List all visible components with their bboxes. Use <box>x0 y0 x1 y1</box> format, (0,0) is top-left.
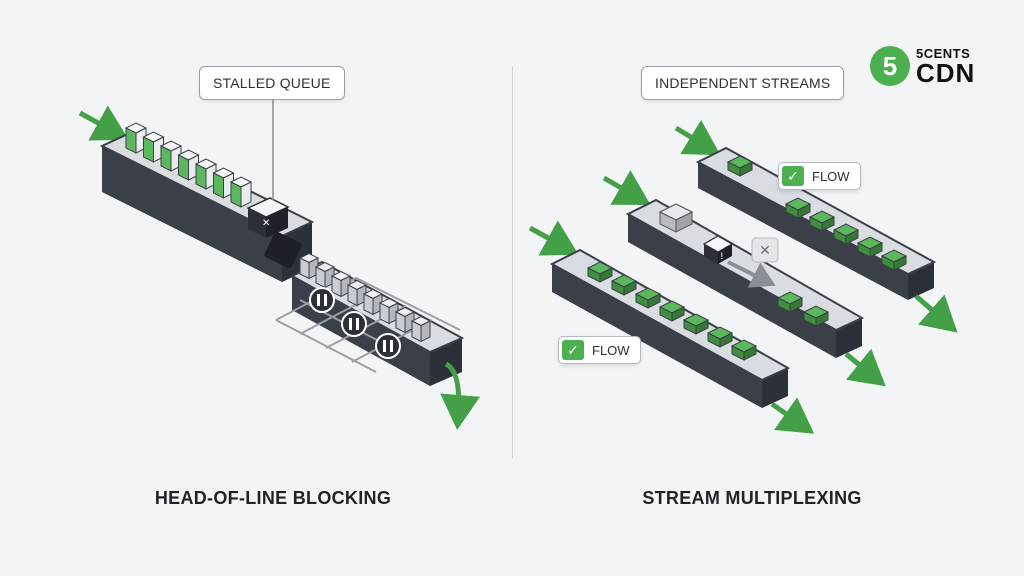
stream-packet <box>706 326 734 348</box>
svg-text:!: ! <box>720 252 724 262</box>
stream-packet <box>880 249 908 271</box>
waiting-packet <box>330 270 352 298</box>
stream-packet <box>776 291 804 313</box>
packet <box>124 122 148 154</box>
waiting-packet <box>346 279 368 307</box>
right-caption: STREAM MULTIPLEXING <box>642 488 862 508</box>
right-panel-diagram: ! ✕ <box>528 119 958 434</box>
flow-label: FLOW <box>812 168 850 184</box>
left-caption: HEAD-OF-LINE BLOCKING <box>154 488 392 508</box>
waiting-packet <box>394 306 416 334</box>
waiting-packet <box>378 297 400 325</box>
stream-packet <box>856 236 884 258</box>
independent-streams-callout: INDEPENDENT STREAMS <box>641 66 845 100</box>
stream-packet <box>808 210 836 232</box>
grey-packet <box>658 203 694 233</box>
stream-packet <box>610 274 638 296</box>
logo-mark: 5 <box>870 46 910 86</box>
stream-packet <box>682 313 710 335</box>
check-icon: ✓ <box>562 340 584 360</box>
flow-badge-bottom: ✓ FLOW <box>558 336 641 364</box>
stream-packets <box>586 155 908 361</box>
stream-packet <box>802 305 830 327</box>
warning-packet: ! <box>702 235 734 264</box>
stalled-queue-callout: STALLED QUEUE <box>199 66 345 100</box>
flow-label: FLOW <box>592 342 630 358</box>
stream-packet <box>658 300 686 322</box>
svg-text:✕: ✕ <box>262 218 270 229</box>
close-icon: ✕ <box>751 237 779 263</box>
waiting-packet <box>298 252 320 280</box>
independent-streams-label: INDEPENDENT STREAMS <box>655 75 831 91</box>
pause-icon <box>375 333 401 359</box>
waiting-packet <box>314 261 336 289</box>
stalled-packet: ✕ <box>246 197 290 238</box>
check-icon: ✓ <box>782 166 804 186</box>
stream-packet <box>586 261 614 283</box>
waiting-packet <box>410 315 432 343</box>
logo-line1: 5CENTS <box>916 45 971 61</box>
stream-packet <box>726 155 754 177</box>
output-arrow <box>440 361 481 430</box>
stream-packet <box>784 197 812 219</box>
upper-packet-queue <box>124 122 253 208</box>
stream-packet <box>730 339 758 361</box>
bypass-arrow <box>727 260 776 288</box>
input-arrow <box>78 105 129 141</box>
stream-packet <box>832 223 860 245</box>
logo-line2: CDN <box>916 57 976 88</box>
waiting-packet <box>362 288 384 316</box>
left-panel-diagram: ✕ <box>78 99 481 430</box>
pause-icon <box>309 287 335 313</box>
stalled-queue-label: STALLED QUEUE <box>213 75 331 91</box>
pause-icon <box>341 311 367 337</box>
stream-rail-middle <box>602 170 886 387</box>
panel-divider <box>512 66 513 458</box>
svg-text:✕: ✕ <box>759 243 771 259</box>
flow-badge-top: ✓ FLOW <box>778 162 861 190</box>
stream-packet <box>634 287 662 309</box>
brand-logo: 5 5CENTS CDN <box>870 46 975 86</box>
waiting-packet-queue <box>298 252 432 343</box>
packet <box>229 176 253 208</box>
